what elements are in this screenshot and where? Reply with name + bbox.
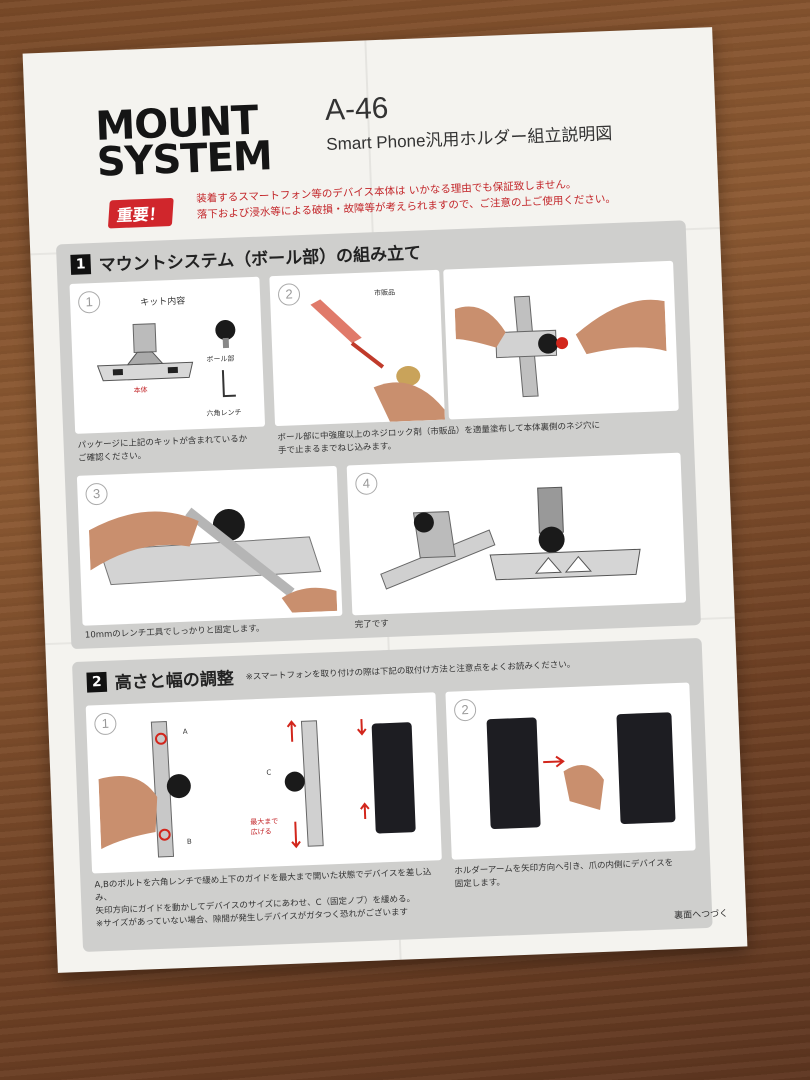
label-max-expand-line-2: 広げる — [250, 827, 272, 837]
label-main-body: 本体 — [133, 386, 148, 395]
section-2-note: ※スマートフォンを取り付けの際は下記の取付け方法と注意点をよくお読みください。 — [245, 659, 576, 682]
step-1-2-box-left: 2 市販品 — [269, 269, 445, 427]
ball-part-illustration — [215, 320, 236, 349]
brand-logo: MOUNT SYSTEM — [95, 98, 273, 186]
section-1-panel: 1 マウントシステム（ボール部）の組み立て 1 キット内容 本体 ボール部 — [55, 220, 702, 650]
step-1-1-number: 1 — [77, 290, 101, 314]
step-2-1-caption: A,Bのボルトを六角レンチで緩め上下のガイドを最大まで開いた状態でデバイスを差し… — [94, 866, 446, 931]
label-max-expand-line-1: 最大まで — [250, 817, 279, 827]
label-bolt-b: B — [186, 837, 192, 846]
section-1-header: 1 マウントシステム（ボール部）の組み立て — [70, 238, 421, 276]
brand-line-2: SYSTEM — [95, 133, 273, 186]
step-1-3-box: 3 — [76, 465, 343, 626]
step-2-2-caption: ホルダーアームを矢印方向へ引き、爪の内側にデバイスを 固定します。 — [454, 856, 699, 891]
height-width-adjust-illustration — [98, 719, 416, 858]
label-ball-part: ボール部 — [206, 354, 235, 364]
section-2-panel: 2 高さと幅の調整 ※スマートフォンを取り付けの際は下記の取付け方法と注意点をよ… — [71, 637, 713, 952]
label-bolt-a: A — [182, 727, 188, 736]
section-2-number: 2 — [86, 671, 108, 693]
section-1-number: 1 — [70, 253, 92, 275]
kit-contents-title: キット内容 — [140, 296, 186, 309]
model-number: A-46 — [324, 91, 389, 128]
continued-on-back: 裏面へつづく — [673, 909, 729, 922]
thread-lock-application-photo — [310, 299, 445, 422]
step-1-4-caption: 完了です — [354, 618, 389, 631]
holder-body-illustration — [96, 323, 194, 382]
step-1-3-caption: 10mmのレンチ工具でしっかりと固定します。 — [84, 623, 265, 641]
phone-mounted-illustration — [486, 712, 676, 830]
instruction-sheet: MOUNT SYSTEM A-46 Smart Phone汎用ホルダー組立説明図… — [22, 27, 748, 973]
label-max-expand: 最大まで 広げる — [250, 816, 279, 837]
completed-assembly-illustration — [380, 486, 641, 590]
step-1-4-box: 4 — [346, 452, 687, 616]
section-1-title: マウントシステム（ボール部）の組み立て — [98, 243, 422, 276]
step-2-2-box: 2 — [445, 682, 696, 860]
hex-wrench-illustration — [221, 370, 236, 398]
wrench-tightening-photo — [88, 507, 338, 613]
step-1-1-box: 1 キット内容 本体 ボール部 六角レンチ — [69, 276, 266, 434]
section-2-title: 高さと幅の調整 — [114, 668, 235, 694]
step-2-1-box: 1 A B C 最大まで 広げる — [85, 692, 442, 874]
screwing-ball-photo — [454, 295, 667, 398]
step-1-2-box-right — [443, 260, 679, 420]
important-badge: 重要！ — [107, 197, 174, 229]
step-1-1-caption: パッケージに上記のキットが含まれているか ご確認ください。 — [77, 433, 247, 465]
label-hex-wrench: 六角レンチ — [206, 408, 242, 418]
section-2-header: 2 高さと幅の調整 ※スマートフォンを取り付けの際は下記の取付け方法と注意点をよ… — [86, 651, 576, 695]
label-knob-c: C — [266, 768, 272, 777]
warning-notice: 装着するスマートフォン等のデバイス本体は いかなる理由でも保証致しません。 落下… — [196, 175, 617, 223]
